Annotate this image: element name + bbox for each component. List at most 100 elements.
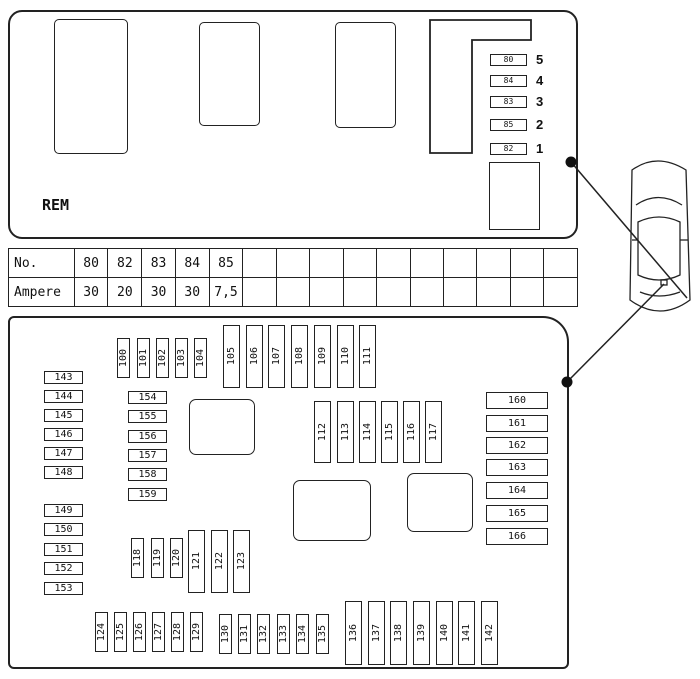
fuse-80: 80 — [490, 54, 527, 66]
fuse-label: 150 — [54, 523, 73, 535]
row-label-ampere: Ampere — [8, 277, 75, 307]
relay-3 — [407, 473, 473, 532]
fuse-label: 160 — [507, 394, 527, 406]
fuse-140: 140 — [436, 601, 453, 665]
fuse-number-cell — [543, 248, 578, 278]
fuse-label: 156 — [138, 430, 157, 442]
fuse-label: 165 — [507, 507, 527, 519]
fuse-162: 162 — [486, 437, 548, 454]
fuse-number-cell: 80 — [73, 248, 109, 278]
fuse-146: 146 — [44, 428, 83, 441]
fuse-118: 118 — [131, 538, 144, 578]
fuse-103: 103 — [175, 338, 188, 378]
fuse-164: 164 — [486, 482, 548, 499]
locator-dot-main — [561, 376, 573, 388]
relay-2 — [293, 480, 371, 541]
slot-number: 3 — [536, 94, 544, 109]
fuse-163: 163 — [486, 459, 548, 476]
fuse-147: 147 — [44, 447, 83, 460]
fuse-number-cell — [509, 248, 545, 278]
ampere-cell — [309, 277, 344, 307]
slot-number: 5 — [536, 52, 544, 67]
fuse-83: 83 — [490, 96, 527, 108]
fuse-109: 109 — [314, 325, 331, 388]
ampere-cell — [409, 277, 445, 307]
fuse-141: 141 — [458, 601, 475, 665]
ampere-cell — [443, 277, 478, 307]
fuse-label: 163 — [507, 461, 527, 473]
fuse-133: 133 — [277, 614, 290, 654]
fuse-115: 115 — [381, 401, 398, 463]
fuse-158: 158 — [128, 468, 167, 481]
fuse-label: 157 — [138, 449, 157, 461]
fuse-154: 154 — [128, 391, 167, 404]
fuse-label: 159 — [138, 488, 157, 500]
fuse-139: 139 — [413, 601, 430, 665]
fuse-156: 156 — [128, 430, 167, 443]
fuse-label: 80 — [503, 55, 514, 64]
fuse-label: 151 — [54, 543, 73, 555]
fuse-144: 144 — [44, 390, 83, 403]
fuse-132: 132 — [257, 614, 270, 654]
ampere-cell: 30 — [73, 277, 109, 307]
rem-lower-block — [489, 162, 540, 230]
fuse-148: 148 — [44, 466, 83, 479]
fuse-104: 104 — [194, 338, 207, 378]
fuse-label: 143 — [54, 371, 73, 383]
fuse-label: 149 — [54, 504, 73, 516]
fuse-label: 164 — [507, 484, 527, 496]
fuse-84: 84 — [490, 75, 527, 87]
fuse-label: 145 — [54, 409, 73, 421]
fuse-129: 129 — [190, 612, 203, 652]
rem-relay-large — [54, 19, 128, 154]
fuse-113: 113 — [337, 401, 354, 463]
fuse-label: 148 — [54, 466, 73, 478]
fuse-119: 119 — [151, 538, 164, 578]
fuse-120: 120 — [170, 538, 183, 578]
main-fuse-box — [8, 316, 569, 669]
fuse-label: 154 — [138, 391, 157, 403]
fuse-159: 159 — [128, 488, 167, 501]
fuse-134: 134 — [296, 614, 309, 654]
fuse-label: 166 — [507, 530, 527, 542]
fuse-106: 106 — [246, 325, 263, 388]
ampere-cell: 30 — [174, 277, 210, 307]
fuse-label: 153 — [54, 582, 73, 594]
fuse-number-cell: 84 — [174, 248, 210, 278]
fuse-label: 83 — [503, 97, 514, 106]
locator-line-main — [566, 283, 665, 383]
ampere-cell — [275, 277, 311, 307]
fuse-101: 101 — [137, 338, 150, 378]
ampere-cell: 20 — [107, 277, 143, 307]
fuse-102: 102 — [156, 338, 169, 378]
fuse-82: 82 — [490, 143, 527, 155]
fuse-label: 82 — [503, 144, 514, 153]
ampere-cell — [376, 277, 411, 307]
fuse-number-cell: 82 — [107, 248, 143, 278]
fuse-110: 110 — [337, 325, 354, 388]
rem-relay-right — [335, 22, 396, 128]
fuse-150: 150 — [44, 523, 83, 536]
fuse-number-cell — [342, 248, 378, 278]
fuse-number-cell — [242, 248, 277, 278]
fuse-label: 147 — [54, 447, 73, 459]
fuse-136: 136 — [345, 601, 362, 665]
fuse-151: 151 — [44, 543, 83, 556]
fuse-153: 153 — [44, 582, 83, 595]
locator-line-rem — [570, 161, 688, 299]
fuse-85: 85 — [490, 119, 527, 131]
ampere-cell — [509, 277, 545, 307]
row-label-no: No. — [8, 248, 75, 278]
fuse-label: 144 — [54, 390, 73, 402]
ampere-cell — [476, 277, 511, 307]
fuse-165: 165 — [486, 505, 548, 522]
fuse-number-cell — [309, 248, 344, 278]
fuse-100: 100 — [117, 338, 130, 378]
fuse-160: 160 — [486, 392, 548, 409]
fuse-125: 125 — [114, 612, 127, 652]
rem-l-shaped-block — [429, 19, 532, 154]
